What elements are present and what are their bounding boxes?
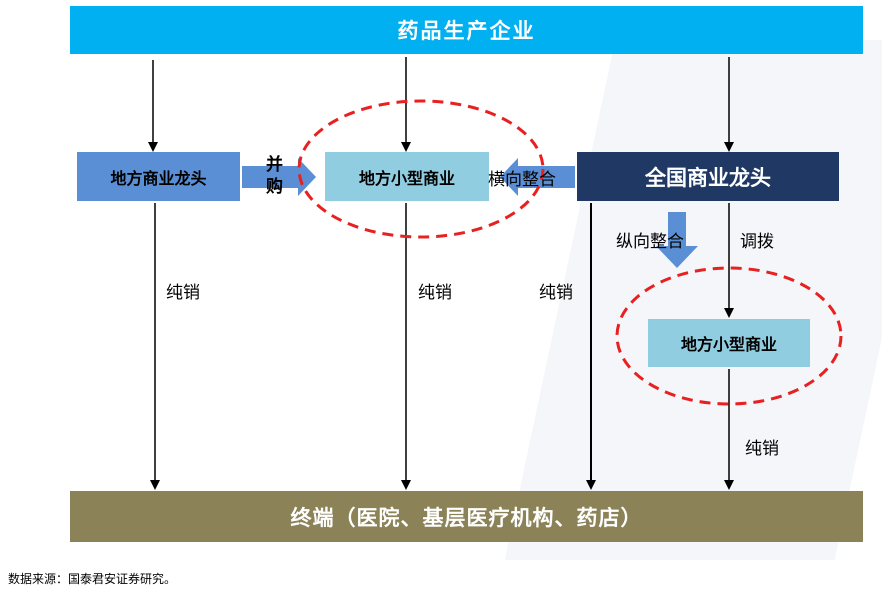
horizontal-integration-arrow (500, 158, 575, 196)
highlight-ellipse-local-small-1 (297, 99, 545, 239)
local-leader-label: 地方商业龙头 (110, 168, 207, 188)
terminal-node: 终端（医院、基层医疗机构、药店） (70, 491, 863, 542)
pure-sales-label-2: 纯销 (418, 283, 452, 303)
source-note: 数据来源：国泰君安证券研究。 (8, 572, 177, 586)
merger-arrow (242, 158, 316, 196)
pure-sales-label-1: 纯销 (166, 283, 200, 303)
local-small-1-label: 地方小型商业 (358, 168, 455, 188)
local-small-node-1: 地方小型商业 (325, 152, 489, 201)
allocation-label: 调拨 (740, 232, 774, 252)
terminal-label: 终端（医院、基层医疗机构、药店） (290, 504, 643, 530)
manufacturer-node: 药品生产企业 (70, 6, 863, 54)
pure-sales-label-4: 纯销 (745, 439, 779, 459)
local-leader-node: 地方商业龙头 (77, 152, 240, 201)
vertical-integration-arrow (656, 212, 698, 268)
vertical-integration-label: 纵向整合 (616, 232, 684, 252)
pure-sales-label-3: 纯销 (539, 283, 573, 303)
national-leader-node: 全国商业龙头 (577, 152, 839, 201)
horizontal-integration-label: 横向整合 (488, 170, 556, 190)
local-small-2-label: 地方小型商业 (680, 335, 777, 354)
local-small-node-2: 地方小型商业 (648, 319, 810, 367)
merger-label: 并购 (266, 155, 283, 197)
manufacturer-label: 药品生产企业 (397, 18, 536, 43)
national-leader-label: 全国商业龙头 (645, 164, 771, 190)
highlight-ellipse-local-small-2 (615, 266, 843, 406)
